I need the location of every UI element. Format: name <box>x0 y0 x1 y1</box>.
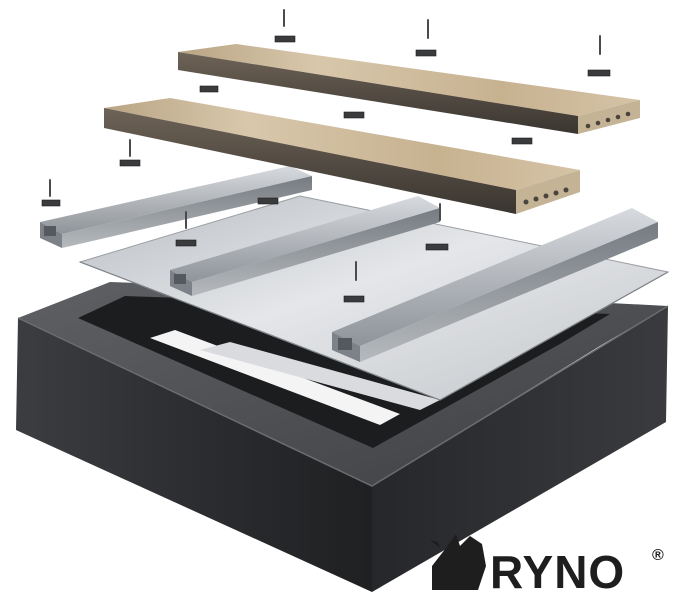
clip-fastener <box>587 69 611 77</box>
clip-fastener <box>511 137 533 145</box>
clip-fastener <box>119 159 141 167</box>
frame-front-face <box>16 318 372 592</box>
joist-middle <box>170 196 440 296</box>
clip-fastener <box>343 111 365 119</box>
clip-fasteners <box>41 35 611 303</box>
base-sheet <box>78 195 670 401</box>
clip-fastener <box>199 85 219 93</box>
registered-mark: ® <box>652 547 664 564</box>
brand-name: RYNO <box>490 546 625 598</box>
brand-logo: RYNO ® <box>430 534 664 598</box>
clip-fastener <box>41 199 61 207</box>
clip-fastener <box>175 239 197 247</box>
rhino-head-icon <box>430 534 486 590</box>
clip-fastener <box>274 35 296 43</box>
clip-fastener <box>343 295 365 303</box>
clip-fastener <box>415 49 437 57</box>
frame-right-face <box>372 306 668 592</box>
joist-right <box>332 208 658 362</box>
screws <box>49 9 601 281</box>
frame-inner-slat-1 <box>150 330 400 425</box>
clip-fastener <box>425 243 449 251</box>
deck-board-upper <box>178 44 640 134</box>
deck-board-upper-hollow-ends <box>585 111 631 129</box>
deck-board-lower <box>104 98 580 214</box>
deck-board-lower-hollow-ends <box>523 187 569 205</box>
frame-inner-slat-2 <box>200 342 440 410</box>
clip-fastener <box>257 197 279 205</box>
